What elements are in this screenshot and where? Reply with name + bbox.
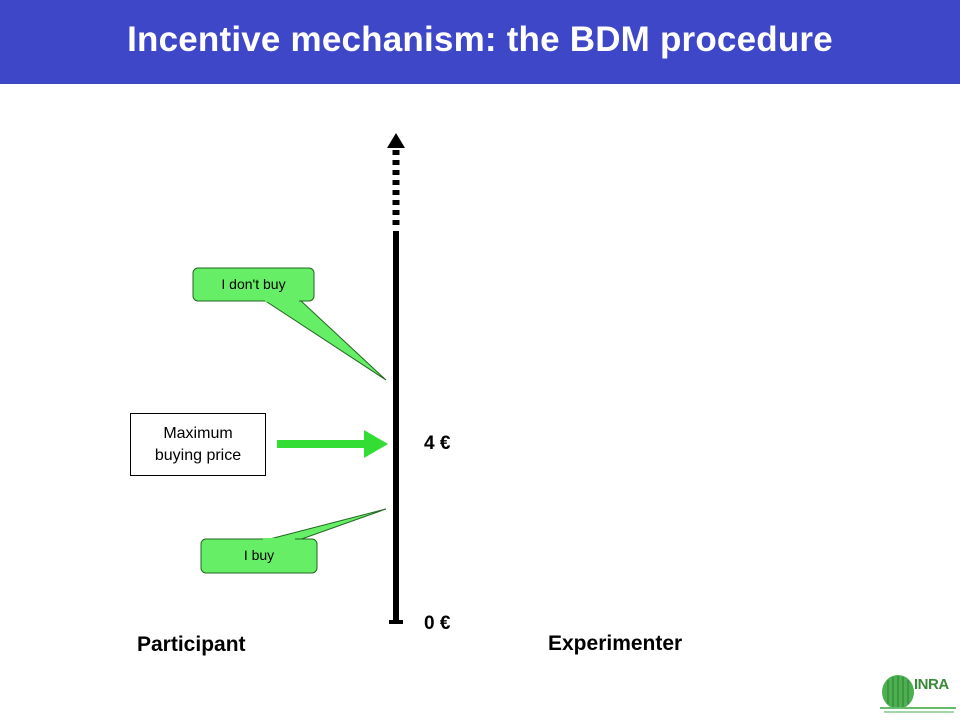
inra-logo <box>880 675 956 713</box>
max-price-arrowhead <box>364 430 388 458</box>
inra-logo-text: INRA <box>914 676 949 693</box>
buy-callout <box>200 538 318 574</box>
price-label-low: 0 € <box>424 613 451 634</box>
buy-callout-joint <box>263 538 295 542</box>
experimenter-label: Experimenter <box>548 632 683 655</box>
title-bar: Incentive mechanism: the BDM procedure <box>0 0 960 84</box>
participant-label: Participant <box>137 633 246 656</box>
dont-buy-callout-joint <box>265 298 299 302</box>
max-buying-price-box: Maximum buying price <box>130 413 266 476</box>
price-label-high: 4 € <box>424 433 451 454</box>
page-title: Incentive mechanism: the BDM procedure <box>127 20 833 59</box>
dont-buy-label: I don't buy <box>221 276 286 292</box>
dont-buy-callout <box>192 267 315 302</box>
axis-arrowhead <box>387 133 405 148</box>
buy-callout-pointer <box>261 508 387 542</box>
dont-buy-callout-pointer <box>262 299 387 381</box>
max-buying-price-label: Maximum buying price <box>154 424 242 464</box>
buy-label: I buy <box>243 547 275 563</box>
